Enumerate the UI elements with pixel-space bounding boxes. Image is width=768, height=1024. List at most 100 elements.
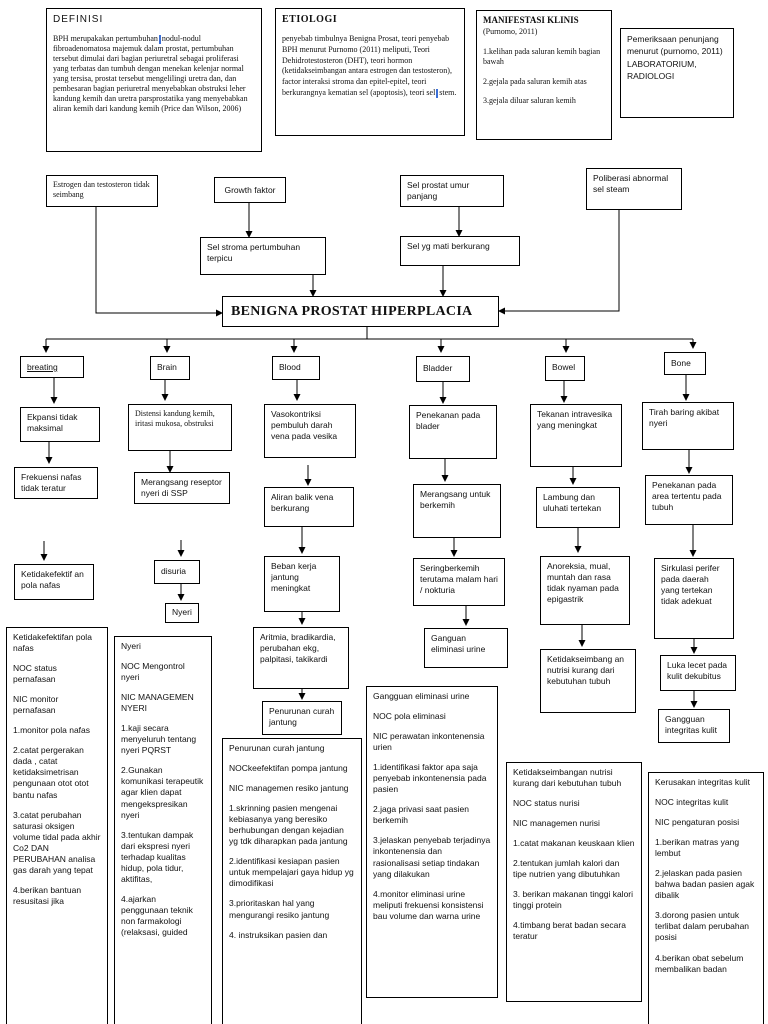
care-plan-item: NOC Mengontrol nyeri (121, 661, 185, 683)
care-plan-item: 2.catat pergerakan dada , catat ketidaks… (13, 745, 89, 800)
branch-blood: Blood (272, 356, 320, 380)
care-plan-integritas: Kerusakan integritas kulit NOC integrita… (648, 772, 764, 1024)
manifestasi-item: 1.kelihan pada saluran kemih bagian bawa… (483, 47, 601, 67)
branch-bladder: Bladder (416, 356, 470, 382)
definisi-text-part-a: BPH merupakakan pertumbuhan (53, 34, 158, 43)
text-cursor (436, 88, 439, 98)
bladder-step-2-label: Merangsang untuk berkemih (420, 489, 491, 511)
care-plan-item: 2.identifikasi kesiapan pasien untuk mem… (229, 856, 354, 889)
branch-bone-label: Bone (671, 358, 691, 368)
care-plan-item: 3.dorong pasien untuk terlibat dalam per… (655, 910, 750, 943)
bowel-step-4: Ketidakseimbang an nutrisi kurang dari k… (540, 649, 636, 713)
care-plan-item: 4.timbang berat badan secara teratur (513, 920, 626, 942)
care-plan-item: 1.kaji secara menyeluruh tentang nyeri P… (121, 723, 197, 756)
main-title: BENIGNA PROSTAT HIPERPLACIA (231, 304, 473, 319)
cause-estrogen-label: Estrogen dan testosteron tidak seimbang (53, 180, 150, 200)
branch-brain: Brain (150, 356, 190, 380)
brain-step-1-label: Distensi kandung kemih, iritasi mukosa, … (135, 409, 215, 429)
bone-step-5-label: Gangguan integritas kulit (665, 714, 717, 736)
care-plan-item: NIC managemen resiko jantung (229, 783, 349, 794)
care-plan-item: 3.catat perubahan saturasi oksigen volum… (13, 809, 101, 875)
bladder-step-3: Seringberkemih terutama malam hari / nok… (413, 558, 505, 606)
cause-growth-faktor: Growth faktor (214, 177, 286, 203)
care-plan-item: 4.monitor eliminasi urine meliputi freku… (373, 888, 484, 921)
blood-step-5-label: Penurunan curah jantung (269, 706, 335, 728)
care-plan-item: 3.prioritaskan hal yang mengurangi resik… (229, 898, 330, 920)
bone-step-2: Penekanan pada area tertentu pada tubuh (645, 475, 733, 525)
cause-poliberasi-label: Poliberasi abnormal sel steam (593, 173, 669, 195)
bladder-step-2: Merangsang untuk berkemih (413, 484, 501, 538)
bowel-step-1-label: Tekanan intravesika yang meningkat (537, 409, 613, 431)
care-plan-item: 1.skrinning pasien mengenai kebiasanya y… (229, 803, 348, 847)
bowel-step-3-label: Anoreksia, mual, muntah dan rasa tidak n… (547, 561, 619, 605)
care-plan-item: NOC pola eliminasi (373, 711, 446, 722)
care-plan-nyeri: Nyeri NOC Mengontrol nyeri NIC MANAGEMEN… (114, 636, 212, 1024)
care-plan-nutrisi: Ketidakseimbangan nutrisi kurang dari ke… (506, 762, 642, 1002)
branch-bone: Bone (664, 352, 706, 375)
care-plan-item: Ketidakefektifan pola nafas (13, 632, 92, 654)
brain-step-3-label: disuria (161, 566, 187, 576)
branch-blood-label: Blood (279, 362, 301, 372)
cause-sel-stroma-label: Sel stroma pertumbuhan terpicu (207, 242, 301, 264)
etiologi-title: ETIOLOGI (282, 14, 338, 25)
bladder-step-4: Ganguan eliminasi urine (424, 628, 508, 668)
care-plan-item: NIC pengaturan posisi (655, 817, 740, 828)
text-cursor (158, 34, 161, 44)
cause-sel-prostat-label: Sel prostat umur panjang (407, 180, 470, 202)
bone-step-1-label: Tirah baring akibat nyeri (649, 407, 720, 429)
care-plan-item: 2.Gunakan komunikasi terapeutik agar kli… (121, 765, 204, 820)
blood-step-2: Aliran balik vena berkurang (264, 487, 354, 527)
care-plan-item: 1.berikan matras yang lembut (655, 837, 740, 859)
manifestasi-item: 3.gejala diluar saluran kemih (483, 96, 576, 106)
brain-step-1: Distensi kandung kemih, iritasi mukosa, … (128, 404, 232, 451)
blood-step-1: Vasokontriksi pembuluh darah vena pada v… (264, 404, 356, 458)
care-plan-item: 1.catat makanan keuskaan klien (513, 838, 635, 849)
main-title-box: BENIGNA PROSTAT HIPERPLACIA (222, 296, 499, 327)
brain-step-4: Nyeri (165, 603, 199, 623)
breating-step-3: Ketidakefektif an pola nafas (14, 564, 94, 600)
care-plan-item: 4.ajarkan penggunaan teknik non farmakol… (121, 893, 193, 937)
brain-step-4-label: Nyeri (172, 607, 192, 617)
care-plan-item: 3. berikan makanan tinggi kalori tinggi … (513, 889, 634, 911)
blood-step-1-label: Vasokontriksi pembuluh darah vena pada v… (271, 409, 338, 442)
branch-bowel: Bowel (545, 356, 585, 381)
care-plan-eliminasi: Gangguan eliminasi urine NOC pola elimin… (366, 686, 498, 998)
bone-step-3: Sirkulasi perifer pada daerah yang terte… (654, 558, 734, 639)
blood-step-4-label: Aritmia, bradikardia, perubahan ekg, pal… (260, 632, 336, 665)
care-plan-item: Gangguan eliminasi urine (373, 691, 470, 701)
care-plan-item: Nyeri (121, 641, 141, 651)
branch-breating: breating (20, 356, 84, 378)
care-plan-item: NIC managemen nurisi (513, 818, 600, 829)
bone-step-5: Gangguan integritas kulit (658, 709, 730, 743)
care-plan-item: NIC MANAGEMEN NYERI (121, 692, 194, 714)
branch-breating-label: breating (27, 362, 58, 372)
breating-step-1-label: Ekpansi tidak maksimal (27, 412, 78, 434)
blood-step-4: Aritmia, bradikardia, perubahan ekg, pal… (253, 627, 349, 689)
bladder-step-4-label: Ganguan eliminasi urine (431, 633, 486, 655)
bladder-step-3-label: Seringberkemih terutama malam hari / nok… (420, 563, 498, 596)
cause-sel-mati: Sel yg mati berkurang (400, 236, 520, 266)
care-plan-item: 2.jaga privasi saat pasien berkemih (373, 804, 469, 826)
blood-step-3: Beban kerja jantung meningkat (264, 556, 340, 612)
care-plan-curah-jantung: Penurunan curah jantung NOCkeefektifan p… (222, 738, 362, 1024)
branch-bladder-label: Bladder (423, 363, 453, 373)
brain-step-2-label: Merangsang reseptor nyeri di SSP (141, 477, 222, 499)
bowel-step-3: Anoreksia, mual, muntah dan rasa tidak n… (540, 556, 630, 625)
care-plan-item: 3.tentukan dampak dari ekspresi nyeri te… (121, 829, 194, 884)
bladder-step-1-label: Penekanan pada blader (416, 410, 481, 432)
care-plan-item: Ketidakseimbangan nutrisi kurang dari ke… (513, 767, 622, 789)
pemeriksaan-box: Pemeriksaan penunjang menurut (purnomo, … (620, 28, 734, 118)
etiologi-box: ETIOLOGI penyebab timbulnya Benigna Pros… (275, 8, 465, 136)
care-plan-item: 3.jelaskan penyebab terjadinya inkontene… (373, 835, 491, 879)
breating-step-1: Ekpansi tidak maksimal (20, 407, 100, 442)
bowel-step-2: Lambung dan uluhati tertekan (536, 487, 620, 528)
etiologi-text: penyebab timbulnya Benigna Prosat, teori… (282, 34, 458, 99)
care-plan-item: NOCkeefektifan pompa jantung (229, 763, 348, 774)
bone-step-1: Tirah baring akibat nyeri (642, 402, 734, 450)
etiologi-text-part-b: stem. (439, 87, 457, 97)
bladder-step-1: Penekanan pada blader (409, 405, 497, 459)
cause-sel-mati-label: Sel yg mati berkurang (407, 241, 490, 251)
